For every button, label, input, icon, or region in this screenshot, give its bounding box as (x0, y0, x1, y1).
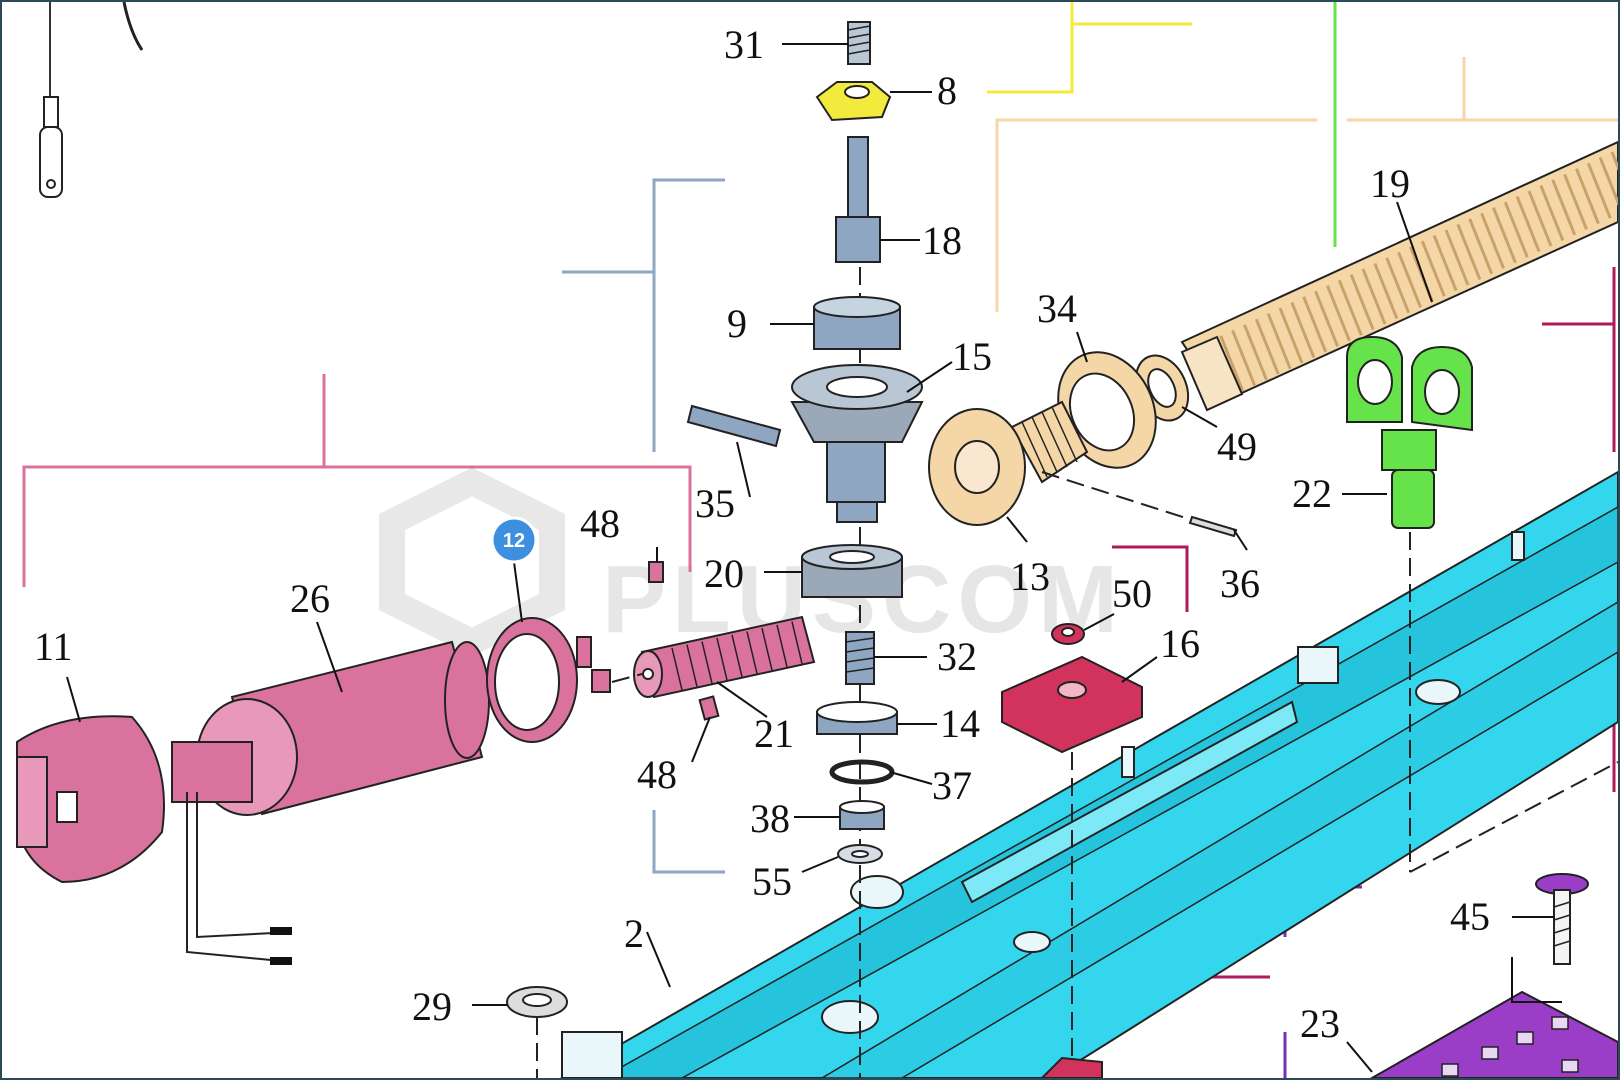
label-21: 21 (754, 711, 794, 756)
label-34: 34 (1037, 286, 1077, 331)
label-11: 11 (34, 624, 73, 669)
label-37: 37 (932, 763, 972, 808)
screw-part-48-top (648, 561, 664, 583)
label-13: 13 (1010, 554, 1050, 599)
crimson-bracket (1112, 545, 1189, 612)
group-brackets (22, 2, 1618, 1078)
label-50: 50 (1112, 571, 1152, 616)
clip-part-37 (829, 759, 895, 785)
clevis-part-22 (1346, 335, 1473, 529)
screw-part-48-bottom (698, 695, 720, 721)
nut-part-29 (506, 986, 568, 1018)
cap-part-11 (16, 715, 165, 884)
label-16: 16 (1160, 621, 1200, 666)
label-55: 55 (752, 859, 792, 904)
wire-connector (39, 2, 144, 198)
label-18: 18 (922, 218, 962, 263)
spring-part-32 (845, 631, 875, 685)
label-45: 45 (1450, 894, 1490, 939)
shaft-part-18 (835, 136, 881, 263)
label-26: 26 (290, 576, 330, 621)
blue-bracket-bottom (652, 810, 725, 874)
pink-bracket (22, 465, 692, 587)
label-23: 23 (1300, 1001, 1340, 1046)
label-19: 19 (1370, 161, 1410, 206)
label-36: 36 (1220, 561, 1260, 606)
label-29: 29 (412, 984, 452, 1029)
plate-part-23 (1369, 990, 1618, 1078)
label-9: 9 (727, 301, 747, 346)
label-38: 38 (750, 796, 790, 841)
nut-part-50 (1051, 623, 1085, 645)
part-labels: 31 8 18 9 15 19 34 49 35 22 48 20 13 36 … (34, 22, 1490, 1046)
bevel-gear-part-13 (928, 400, 1089, 526)
label-49: 49 (1217, 424, 1257, 469)
label-22: 22 (1292, 471, 1332, 516)
label-35: 35 (695, 481, 735, 526)
sleeve-part-9 (813, 296, 901, 350)
bolt-part-45 (1511, 873, 1589, 1003)
block-part-16 (1001, 655, 1143, 754)
badge-12: 12 (490, 516, 538, 564)
gear-part-20 (801, 544, 903, 598)
ring-part-12 (486, 617, 611, 743)
label-31: 31 (724, 22, 764, 67)
bevel-gear-part-15 (790, 364, 924, 523)
label-2: 2 (624, 911, 644, 956)
worm-part-21 (633, 615, 816, 699)
spring-part-19 (1180, 140, 1618, 412)
label-48-bottom: 48 (637, 752, 677, 797)
ring-part-14 (816, 701, 898, 735)
badge-12-text: 12 (503, 530, 525, 552)
label-8: 8 (937, 68, 957, 113)
washer-part-55 (837, 844, 883, 864)
spring-part-31 (847, 21, 871, 65)
washer-part-38 (839, 800, 885, 830)
tan-bracket (995, 118, 1317, 312)
label-32: 32 (937, 634, 977, 679)
label-48-top: 48 (580, 501, 620, 546)
label-14: 14 (940, 701, 980, 746)
leader-lines (66, 43, 1554, 1073)
motor-part-26 (171, 640, 490, 965)
label-15: 15 (952, 334, 992, 379)
blue-bracket (652, 178, 725, 452)
rail-part-2 (559, 470, 1618, 1078)
pin-part-35 (686, 404, 782, 448)
label-20: 20 (704, 551, 744, 596)
yellow-bracket (987, 22, 1192, 94)
bearing-part-34 (1057, 351, 1157, 469)
pin-part-36 (1188, 515, 1238, 538)
yellow-cam-part-8 (815, 81, 892, 122)
